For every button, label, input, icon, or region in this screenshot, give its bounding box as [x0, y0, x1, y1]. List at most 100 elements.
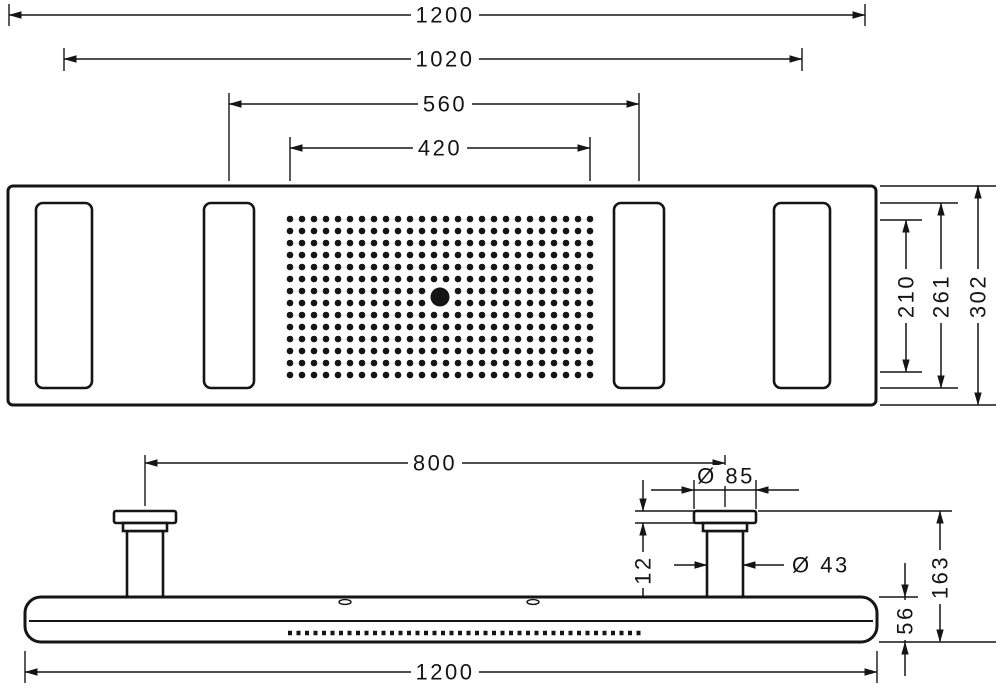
spray-nozzle-dot — [442, 371, 450, 379]
spray-nozzle-dot — [286, 299, 294, 307]
spray-nozzle-dot — [394, 371, 402, 379]
spray-nozzle-dot — [514, 323, 522, 331]
spray-nozzle-dot — [310, 359, 318, 367]
spray-nozzle-dot — [358, 287, 366, 295]
dim-depth-overall: 302 — [966, 185, 991, 406]
spray-nozzle-dot — [322, 347, 330, 355]
connector-flange-left — [112, 509, 178, 525]
spray-nozzle-dot — [418, 263, 426, 271]
spray-nozzle-dot — [298, 311, 306, 319]
spray-nozzle-dot — [454, 371, 462, 379]
spray-nozzle-dot — [382, 335, 390, 343]
spray-nozzle-dot — [466, 299, 474, 307]
spray-nozzle-dot — [526, 263, 534, 271]
spray-nozzle-dot — [490, 323, 498, 331]
spray-nozzle-dot — [418, 335, 426, 343]
spray-nozzle-dot — [586, 347, 594, 355]
spray-nozzle-dot — [334, 347, 342, 355]
spray-nozzle-dot — [466, 359, 474, 367]
spray-nozzle-dot — [322, 311, 330, 319]
spray-nozzle-dot — [358, 335, 366, 343]
spray-nozzle-dot — [538, 299, 546, 307]
spray-nozzle-dot — [418, 311, 426, 319]
spray-nozzle-dot — [286, 251, 294, 259]
spray-nozzle-dot — [418, 299, 426, 307]
spray-nozzle-dot — [406, 371, 414, 379]
spray-nozzle-dot — [322, 215, 330, 223]
spray-nozzle-dot — [526, 335, 534, 343]
spray-nozzle-dot — [286, 275, 294, 283]
spray-nozzle-dot — [346, 299, 354, 307]
spray-nozzle-dot — [406, 215, 414, 223]
spray-nozzle-dot — [526, 299, 534, 307]
spray-nozzle-dot — [334, 239, 342, 247]
spray-nozzle-dot — [310, 323, 318, 331]
spray-nozzle-dot — [322, 335, 330, 343]
spray-nozzle-dot — [430, 323, 438, 331]
spray-nozzle-dot — [382, 287, 390, 295]
spray-nozzle-dot — [322, 299, 330, 307]
spray-nozzle-dot — [550, 359, 558, 367]
spray-nozzle-dot — [358, 347, 366, 355]
spray-nozzle-matrix — [286, 215, 594, 379]
spray-nozzle-dot — [406, 239, 414, 247]
spray-nozzle-dot — [526, 287, 534, 295]
spray-nozzle-dot — [406, 311, 414, 319]
spray-nozzle-dot — [514, 239, 522, 247]
spray-nozzle-dot — [382, 251, 390, 259]
spray-nozzle-dot — [418, 239, 426, 247]
spray-nozzle-dot — [490, 275, 498, 283]
spray-nozzle-dot — [514, 311, 522, 319]
spray-nozzle-dot — [394, 227, 402, 235]
spray-nozzle-dot — [442, 239, 450, 247]
spray-nozzle-dot — [346, 347, 354, 355]
spray-nozzle-dot — [418, 347, 426, 355]
connector-pipe-right — [705, 529, 745, 599]
spray-nozzle-dot — [586, 371, 594, 379]
dim-label-1020: 1020 — [416, 47, 475, 72]
spray-nozzle-dot — [382, 359, 390, 367]
spray-nozzle-dot — [586, 359, 594, 367]
spray-nozzle-dot — [430, 251, 438, 259]
spray-nozzle-dot — [322, 251, 330, 259]
dim-label-163: 163 — [928, 555, 953, 599]
spray-nozzle-dot — [466, 275, 474, 283]
top-screw-left — [338, 598, 352, 606]
spray-nozzle-dot — [562, 227, 570, 235]
spray-nozzle-dot — [550, 371, 558, 379]
spray-nozzle-dot — [430, 239, 438, 247]
spray-nozzle-dot — [478, 263, 486, 271]
spray-nozzle-dot — [466, 239, 474, 247]
spray-nozzle-dot — [406, 275, 414, 283]
dim-pipe-diameter: Ø 43 — [674, 553, 850, 578]
spray-nozzle-dot — [514, 371, 522, 379]
spray-nozzle-dot — [502, 299, 510, 307]
spray-nozzle-dot — [298, 323, 306, 331]
spray-nozzle-dot — [538, 287, 546, 295]
spray-nozzle-dot — [298, 299, 306, 307]
dim-label-261: 261 — [929, 274, 954, 318]
spray-nozzle-dot — [286, 227, 294, 235]
dim-depth-inner: 210 — [894, 219, 919, 373]
spray-nozzle-dot — [442, 311, 450, 319]
dim-label-dia-43: Ø 43 — [792, 553, 850, 578]
spray-nozzle-dot — [502, 347, 510, 355]
spray-nozzle-dot — [550, 323, 558, 331]
spray-nozzle-dot — [370, 227, 378, 235]
spray-nozzle-dot — [586, 275, 594, 283]
spray-nozzle-dot — [346, 227, 354, 235]
spray-nozzle-dot — [382, 215, 390, 223]
spray-nozzle-dot — [562, 275, 570, 283]
spray-nozzle-dot — [562, 371, 570, 379]
spray-nozzle-dot — [538, 263, 546, 271]
spray-nozzle-dot — [334, 371, 342, 379]
spray-nozzle-dot — [490, 371, 498, 379]
body-spray-panel-inner-left — [202, 201, 256, 390]
spray-nozzle-dot — [490, 347, 498, 355]
spray-nozzle-dot — [334, 359, 342, 367]
center-outlet-dot — [430, 287, 450, 307]
spray-nozzle-dot — [466, 371, 474, 379]
spray-nozzle-dot — [358, 275, 366, 283]
spray-nozzle-dot — [310, 275, 318, 283]
